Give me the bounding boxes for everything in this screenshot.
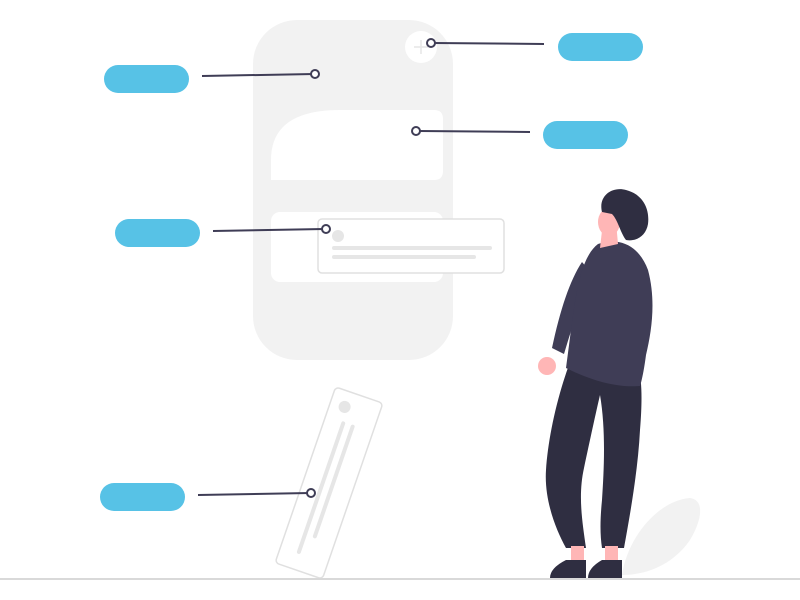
floating-card-line	[332, 246, 492, 250]
connector-line	[212, 228, 325, 232]
tilted-card	[275, 387, 383, 579]
person-shoe	[550, 560, 586, 578]
connector-dot	[426, 38, 436, 48]
avatar-dot-icon	[332, 230, 344, 242]
connector-line	[201, 73, 315, 77]
callout-pill	[104, 65, 189, 93]
callout-pill	[115, 219, 200, 247]
connector-dot	[310, 69, 320, 79]
person-shirt	[566, 241, 653, 387]
person-shoe	[588, 560, 622, 578]
connector-line	[418, 130, 531, 133]
callout-pill	[100, 483, 185, 511]
callout-connectors	[197, 42, 545, 496]
connector-line	[197, 492, 311, 496]
person-hand	[538, 357, 556, 375]
person-ankle	[571, 546, 584, 562]
person-hair	[601, 189, 649, 241]
connector-line	[432, 42, 545, 45]
phone-mockup	[253, 20, 453, 360]
connector-dot	[321, 224, 331, 234]
plus-icon	[414, 40, 428, 54]
callout-pill	[543, 121, 628, 149]
connector-endpoints	[306, 38, 436, 498]
connector-dot	[306, 488, 316, 498]
callout-pill	[558, 33, 643, 61]
hero-card	[271, 110, 443, 180]
floating-card-line	[332, 255, 476, 259]
plant-leaf	[622, 498, 701, 575]
person-figure	[538, 189, 653, 578]
connector-dot	[411, 126, 421, 136]
person-ankle	[605, 546, 618, 562]
callout-pills	[100, 33, 643, 511]
person-pants	[545, 362, 642, 548]
